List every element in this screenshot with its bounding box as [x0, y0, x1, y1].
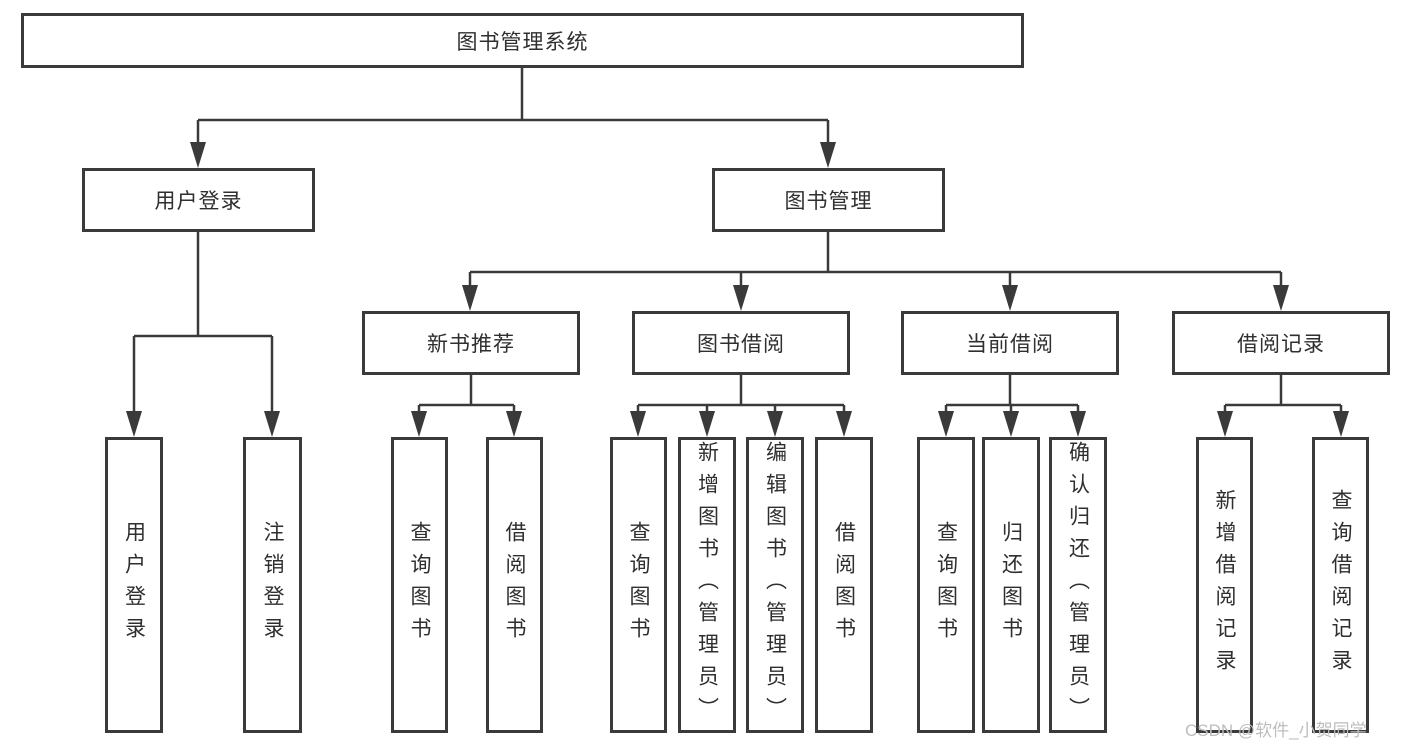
leaf-query-books-3-label: 查询图书: [934, 521, 958, 649]
node-library-system: 图书管理系统: [21, 13, 1024, 68]
node-borrow-records: 借阅记录: [1172, 311, 1390, 375]
node-book-borrow-label: 图书借阅: [697, 333, 785, 356]
node-book-management-label: 图书管理: [784, 190, 873, 213]
leaf-add-borrow-record-label: 新增借阅记录: [1213, 489, 1236, 681]
leaf-return-books-label: 归还图书: [999, 521, 1023, 649]
node-book-management: 图书管理: [712, 168, 945, 232]
leaf-query-books-2-label: 查询图书: [627, 521, 650, 649]
leaf-user-login: 用户登录: [105, 437, 163, 733]
leaf-query-books-2: 查询图书: [610, 437, 667, 733]
leaf-borrow-books-2-label: 借阅图书: [832, 521, 856, 649]
leaf-confirm-return-admin-label: 确认归还（管理员）: [1066, 441, 1090, 729]
leaf-add-borrow-record: 新增借阅记录: [1196, 437, 1253, 733]
leaf-user-login-label: 用户登录: [122, 521, 146, 649]
node-user-login: 用户登录: [82, 168, 315, 232]
leaf-query-borrow-record: 查询借阅记录: [1312, 437, 1369, 733]
leaf-query-books-1: 查询图书: [391, 437, 448, 733]
node-library-system-label: 图书管理系统: [456, 30, 589, 54]
node-current-borrow: 当前借阅: [901, 311, 1119, 375]
leaf-logout-label: 注销登录: [261, 521, 284, 649]
node-new-book-recommend: 新书推荐: [362, 311, 580, 375]
leaf-borrow-books-1-label: 借阅图书: [503, 521, 526, 649]
leaf-return-books: 归还图书: [982, 437, 1040, 733]
watermark: CSDN @软件_小贺同学: [1185, 721, 1367, 740]
leaf-add-books-admin-label: 新增图书（管理员）: [695, 441, 719, 729]
node-book-borrow: 图书借阅: [632, 311, 850, 375]
node-user-login-label: 用户登录: [154, 190, 243, 213]
leaf-query-books-1-label: 查询图书: [408, 521, 431, 649]
leaf-logout: 注销登录: [243, 437, 302, 733]
leaf-edit-books-admin: 编辑图书（管理员）: [746, 437, 804, 733]
leaf-query-borrow-record-label: 查询借阅记录: [1329, 489, 1352, 681]
leaf-add-books-admin: 新增图书（管理员）: [678, 437, 736, 733]
leaf-query-books-3: 查询图书: [917, 437, 975, 733]
node-borrow-records-label: 借阅记录: [1237, 333, 1325, 356]
leaf-borrow-books-1: 借阅图书: [486, 437, 543, 733]
node-current-borrow-label: 当前借阅: [966, 333, 1054, 356]
leaf-edit-books-admin-label: 编辑图书（管理员）: [763, 441, 787, 729]
node-new-book-recommend-label: 新书推荐: [427, 333, 515, 356]
leaf-confirm-return-admin: 确认归还（管理员）: [1049, 437, 1107, 733]
leaf-borrow-books-2: 借阅图书: [815, 437, 873, 733]
